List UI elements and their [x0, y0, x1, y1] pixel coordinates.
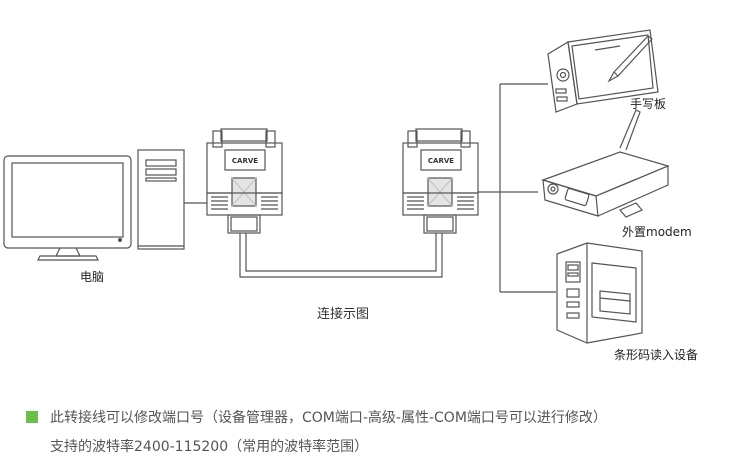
modem-icon — [541, 109, 670, 218]
pc-tower-icon — [137, 149, 185, 250]
db9-connector-left-icon — [206, 128, 283, 234]
barcode-reader-label: 条形码读入设备 — [614, 348, 699, 362]
barcode-reader-icon — [556, 242, 643, 344]
tablet-icon — [547, 29, 659, 113]
connector-brand-right: CARVE — [428, 157, 454, 165]
tablet-label: 手写板 — [630, 97, 667, 111]
note-line-2: 支持的波特率2400-115200（常用的波特率范围） — [50, 439, 369, 455]
modem-label: 外置modem — [622, 225, 692, 239]
note-bullet-icon — [26, 411, 38, 423]
device-bus-lines — [478, 83, 556, 293]
note-line-1: 此转接线可以修改端口号（设备管理器，COM端口-高级-属性-COM端口号可以进行… — [50, 410, 607, 426]
connector-brand-left: CARVE — [232, 157, 258, 165]
db9-connector-right-icon — [402, 128, 479, 234]
diagram-caption: 连接示图 — [317, 307, 370, 322]
computer-label: 电脑 — [80, 270, 105, 284]
monitor-icon — [3, 155, 132, 261]
serial-cable — [239, 233, 443, 278]
